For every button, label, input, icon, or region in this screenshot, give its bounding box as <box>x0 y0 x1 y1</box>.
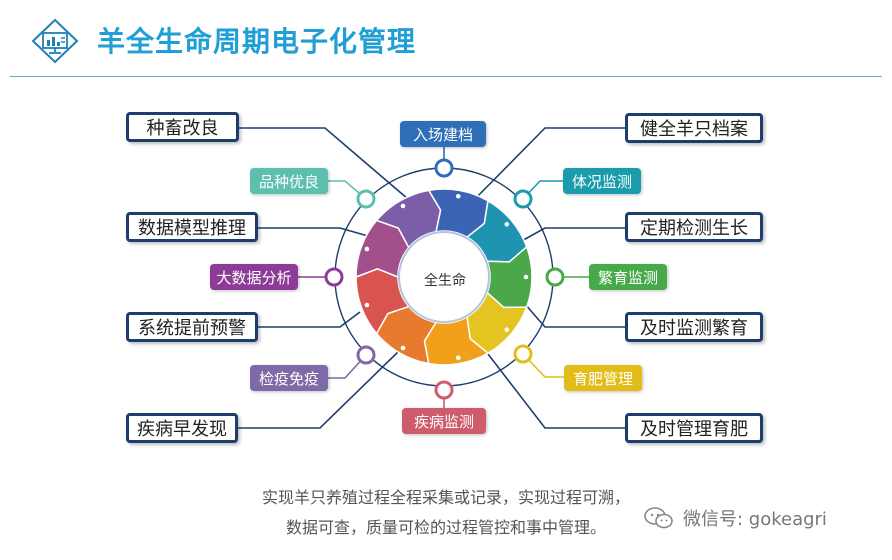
tag-dashuju-fenxi: 大数据分析 <box>210 264 298 290</box>
ring-nodes <box>324 158 565 400</box>
caption-line-2: 数据可查，质量可检的过程管控和事中管理。 <box>285 518 606 537</box>
ring-node <box>434 380 454 400</box>
ring-node <box>356 189 376 209</box>
title-divider <box>10 76 882 77</box>
tag-pinzhong-youliang: 品种优良 <box>250 168 328 194</box>
segment-dot <box>523 274 529 280</box>
segment-dot <box>400 203 406 209</box>
ring-node <box>324 267 344 287</box>
box-xitong-yujing: 系统提前预警 <box>126 312 258 342</box>
ring-node <box>513 189 533 209</box>
wechat-icon <box>644 507 673 529</box>
wechat-watermark: 微信号: gokeagri <box>643 505 827 531</box>
segment-dot <box>504 221 510 227</box>
box-jianquan-dangan: 健全羊只档案 <box>625 113 763 143</box>
connector-jianquan <box>467 127 625 207</box>
tag-tikuang-jiance: 体况监测 <box>563 168 641 194</box>
ring-node <box>545 267 565 287</box>
connector-dingqi <box>517 227 625 244</box>
segment-dot <box>400 345 406 351</box>
connector-zhongchu <box>239 127 416 206</box>
segment-dot <box>455 193 461 199</box>
segment-dot <box>455 355 461 361</box>
connector-jishi-yufei <box>487 353 625 429</box>
box-dingqi-jiance: 定期检测生长 <box>625 212 763 242</box>
tag-jibing-jiance: 疾病监测 <box>402 408 486 434</box>
segment-dot <box>364 246 370 252</box>
inner-ring <box>398 231 490 323</box>
segment-dot <box>504 327 510 333</box>
ring-node <box>356 345 376 365</box>
page-title: 羊全生命周期电子化管理 <box>97 25 417 58</box>
box-jibing-faxian: 疾病早发现 <box>126 413 238 443</box>
box-jishi-yufei: 及时管理育肥 <box>625 413 763 443</box>
connector-jibing <box>238 349 401 429</box>
tag-jianyi-mianyi: 检疫免疫 <box>250 365 328 391</box>
tag-yufei-guanli: 育肥管理 <box>564 365 642 391</box>
caption-line-1: 实现羊只养殖过程全程采集或记录，实现过程可溯， <box>261 488 630 507</box>
tag-fanyu-jiance: 繁育监测 <box>589 264 667 290</box>
ring-node <box>513 344 533 364</box>
box-jishi-fanyu: 及时监测繁育 <box>625 312 763 342</box>
wheel-segments <box>355 188 533 366</box>
box-shuju-moxing: 数据模型推理 <box>126 212 258 242</box>
connector-jishi-fanyu <box>523 302 625 328</box>
chart-icon <box>31 18 79 64</box>
wechat-id-text: 微信号: gokeagri <box>683 509 827 530</box>
connector-shuju <box>258 227 369 237</box>
box-zhongchu-gailiang: 种畜改良 <box>126 112 239 142</box>
ring-node <box>434 158 454 178</box>
connector-xitong <box>258 311 361 328</box>
tag-ruchang-jiandang: 入场建档 <box>400 121 486 147</box>
center-label: 全生命 <box>424 273 466 289</box>
connector-lines <box>238 127 625 429</box>
segment-dot <box>364 302 370 308</box>
